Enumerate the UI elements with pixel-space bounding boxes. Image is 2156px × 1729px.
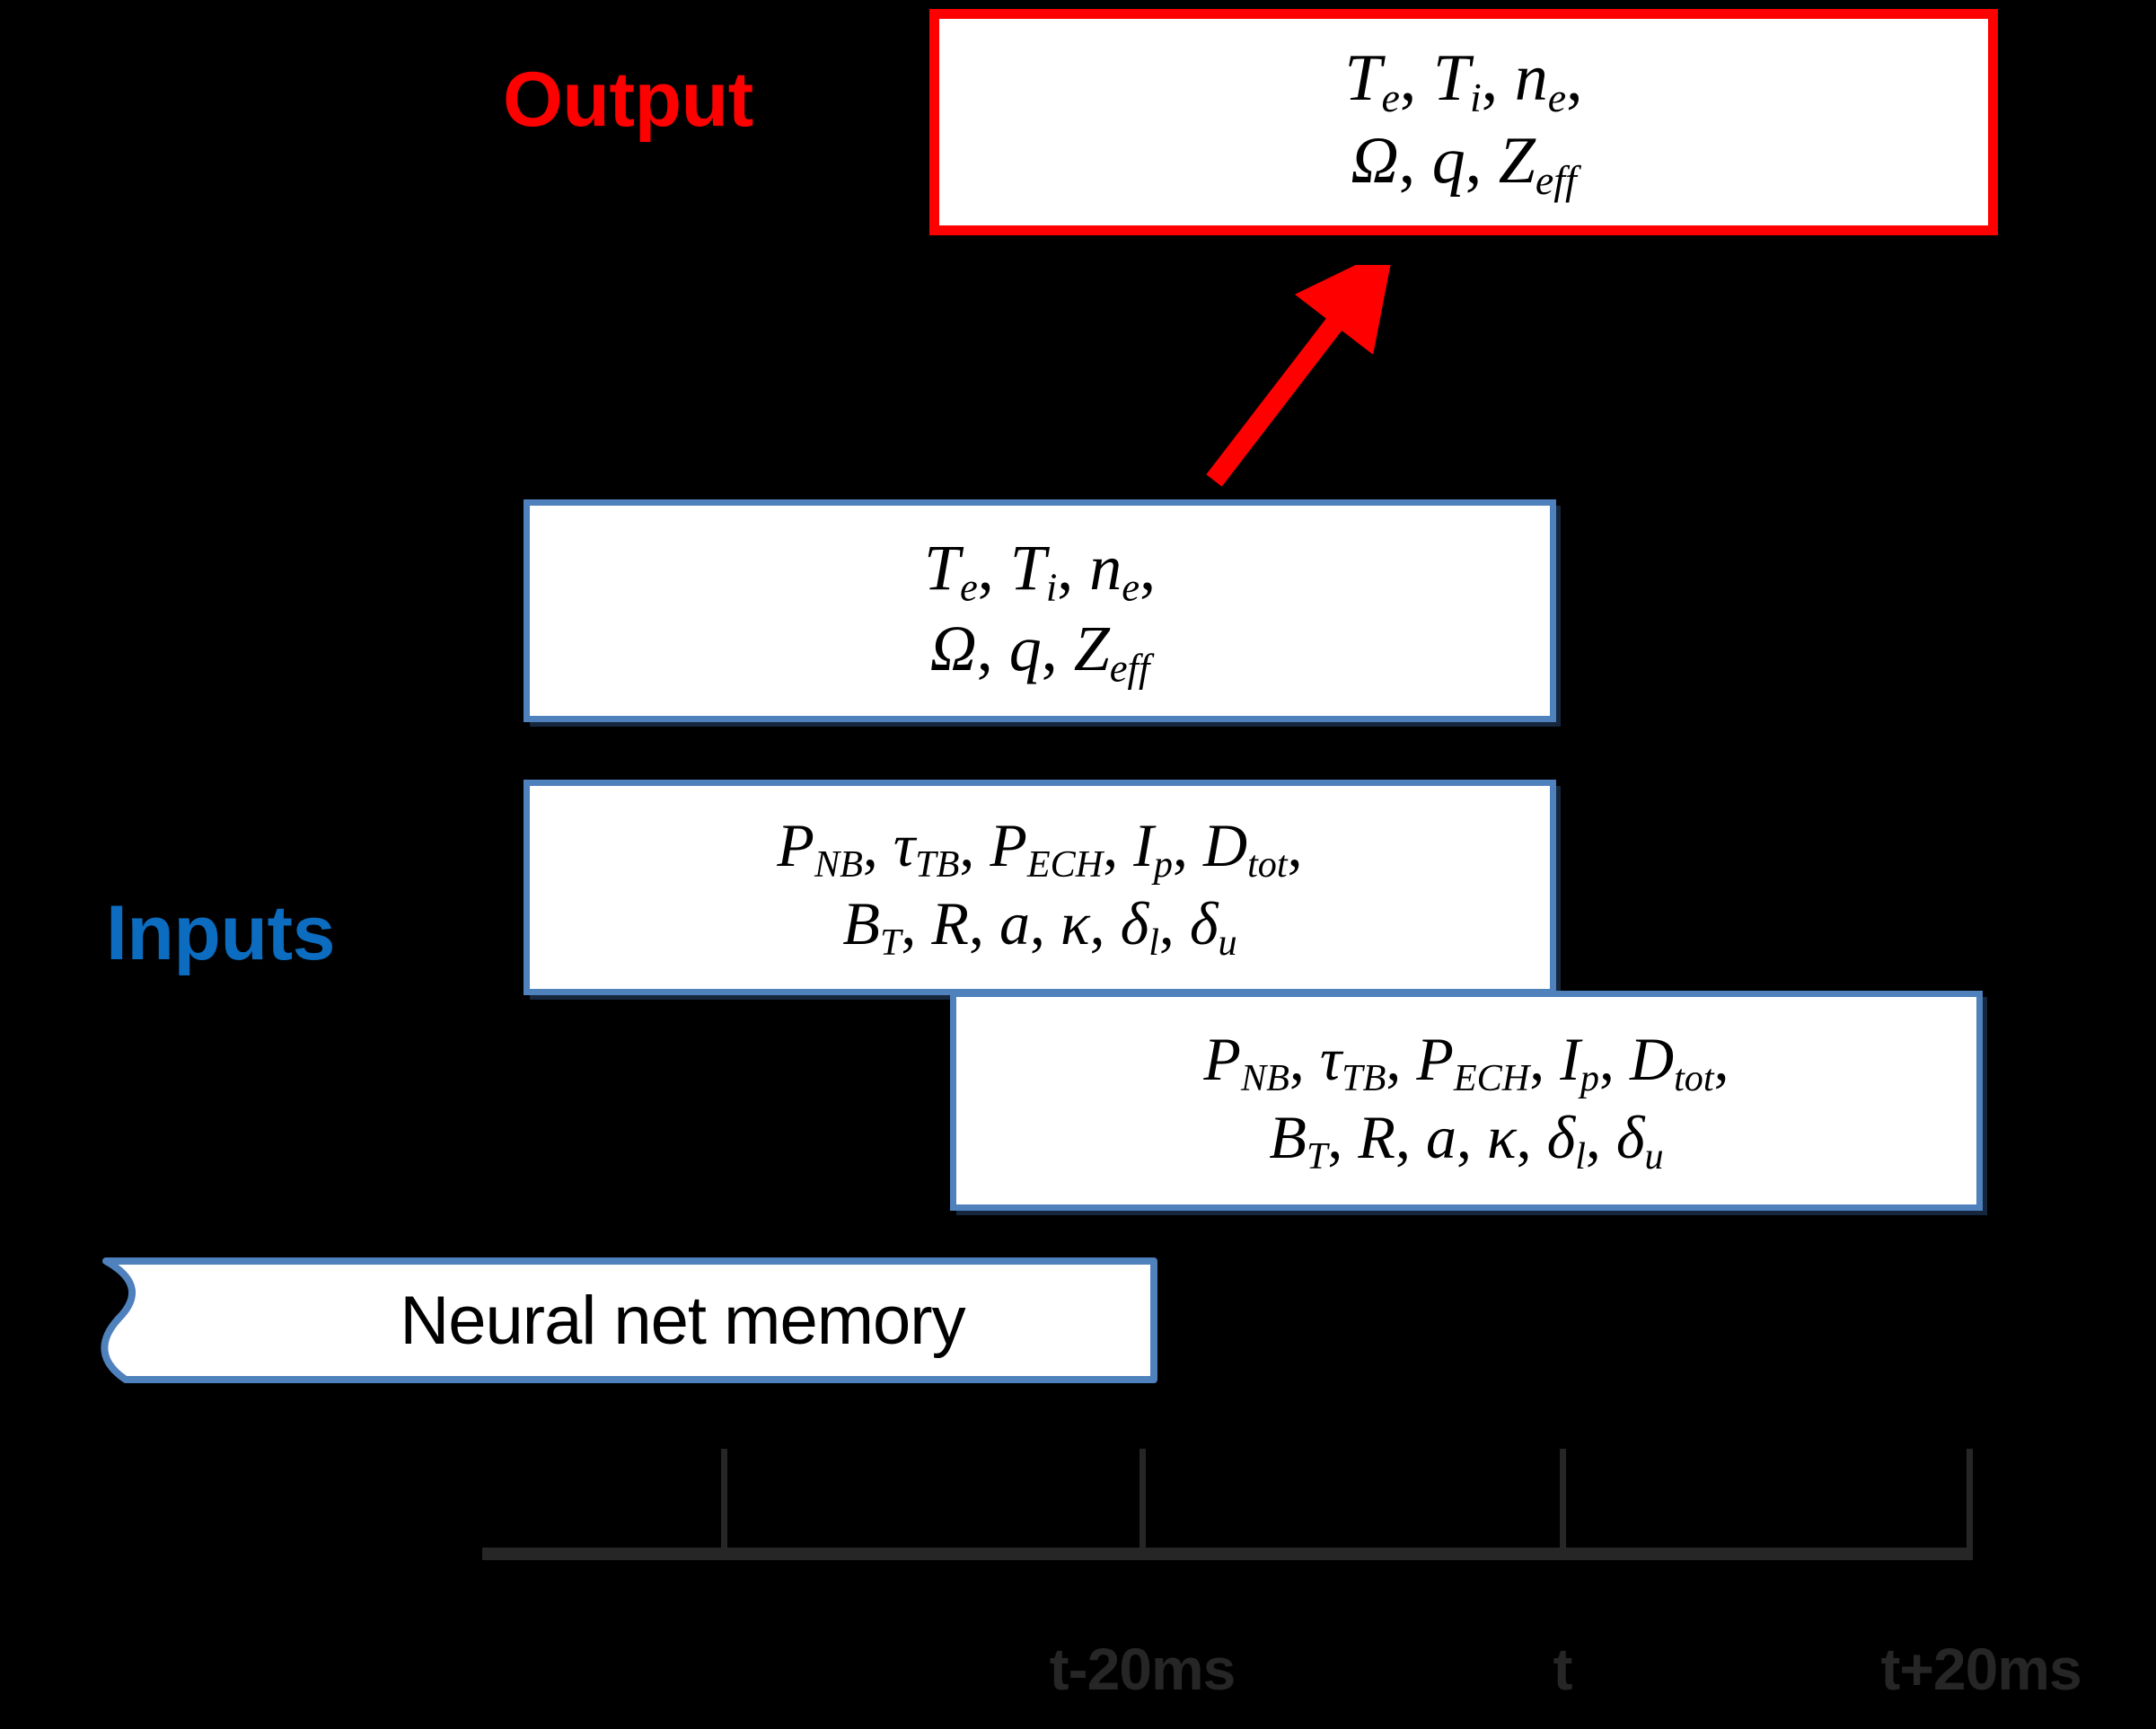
timeline-tick-3 bbox=[1560, 1449, 1566, 1555]
actuator-box-past: PNB, τTB, PECH, Ip, Dtot, BT, R, a, κ, δ… bbox=[524, 780, 1556, 995]
symbol-q: q bbox=[1431, 124, 1465, 198]
symbol-Omega: Ω bbox=[929, 613, 977, 684]
actuator-future-line-1: PNB, τTB, PECH, Ip, Dtot, bbox=[1203, 1024, 1729, 1099]
symbol-Te: Te bbox=[1344, 41, 1400, 120]
symbol-tauTB: τTB bbox=[893, 811, 960, 887]
timeline-baseline bbox=[482, 1548, 1973, 1560]
symbol-Ip: Ip bbox=[1560, 1024, 1599, 1099]
symbol-Zeff: Zeff bbox=[1073, 613, 1150, 691]
timeline-label-t-minus-20ms: t-20ms bbox=[1049, 1636, 1236, 1702]
symbol-Te: Te bbox=[923, 531, 978, 610]
symbol-R: R bbox=[931, 889, 969, 957]
symbol-delta-u: δu bbox=[1615, 1102, 1664, 1178]
actuator-past-line-1: PNB, τTB, PECH, Ip, Dtot, bbox=[777, 811, 1303, 887]
symbol-ne: ne bbox=[1089, 531, 1140, 610]
symbol-delta-u: δu bbox=[1189, 889, 1237, 964]
output-formula: Te, Ti, ne, Ω, q, Zeff bbox=[1344, 40, 1582, 205]
predicted-state-line-2: Ω, q, Zeff bbox=[929, 613, 1150, 691]
symbol-a: a bbox=[1425, 1102, 1456, 1171]
timeline-tick-2 bbox=[1140, 1449, 1146, 1555]
symbol-R: R bbox=[1358, 1102, 1395, 1171]
symbol-BT: BT bbox=[1269, 1102, 1328, 1178]
symbol-PECH: PECH bbox=[990, 811, 1104, 887]
symbol-Dtot: Dtot bbox=[1202, 811, 1288, 887]
symbol-delta-l: δl bbox=[1546, 1102, 1586, 1178]
symbol-BT: BT bbox=[842, 889, 902, 964]
symbol-Zeff: Zeff bbox=[1498, 124, 1577, 203]
symbol-Ti: Ti bbox=[1432, 41, 1482, 120]
predicted-state-box: Te, Ti, ne, Ω, q, Zeff bbox=[524, 499, 1556, 722]
output-box: Te, Ti, ne, Ω, q, Zeff bbox=[929, 9, 1998, 235]
timeline-tick-1 bbox=[721, 1449, 727, 1555]
symbol-Ip: Ip bbox=[1133, 811, 1173, 887]
inputs-label: Inputs bbox=[106, 890, 335, 976]
neural-net-memory-label: Neural net memory bbox=[400, 1282, 965, 1359]
actuator-future-line-2: BT, R, a, κ, δl, δu bbox=[1269, 1102, 1664, 1178]
output-formula-line-1: Te, Ti, ne, bbox=[1344, 41, 1583, 120]
predicted-state-line-1: Te, Ti, ne, bbox=[923, 531, 1157, 610]
symbol-ne: ne bbox=[1514, 41, 1567, 120]
actuator-past-line-2: BT, R, a, κ, δl, δu bbox=[842, 889, 1237, 964]
timeline-label-t: t bbox=[1553, 1636, 1573, 1702]
predicted-state-formula: Te, Ti, ne, Ω, q, Zeff bbox=[924, 530, 1156, 692]
symbol-kappa: κ bbox=[1060, 889, 1090, 957]
symbol-delta-l: δl bbox=[1120, 889, 1159, 964]
symbol-a: a bbox=[999, 889, 1030, 957]
symbol-q: q bbox=[1008, 613, 1042, 684]
timeline-axis bbox=[0, 1433, 2156, 1594]
symbol-Ti: Ti bbox=[1009, 531, 1058, 610]
timeline-label-t-plus-20ms: t+20ms bbox=[1880, 1636, 2081, 1702]
symbol-tauTB: τTB bbox=[1319, 1024, 1386, 1099]
output-label: Output bbox=[503, 57, 753, 143]
symbol-PECH: PECH bbox=[1416, 1024, 1530, 1099]
actuator-past-formula: PNB, τTB, PECH, Ip, Dtot, BT, R, a, κ, δ… bbox=[777, 809, 1302, 965]
symbol-PNB: PNB bbox=[1203, 1024, 1289, 1099]
symbol-Omega: Ω bbox=[1351, 124, 1399, 198]
symbol-Dtot: Dtot bbox=[1629, 1024, 1714, 1099]
symbol-kappa: κ bbox=[1486, 1102, 1517, 1171]
prediction-arrow-icon bbox=[1206, 265, 1395, 487]
actuator-box-future: PNB, τTB, PECH, Ip, Dtot, BT, R, a, κ, δ… bbox=[950, 991, 1983, 1211]
torn-edge-shape bbox=[101, 1257, 1157, 1383]
timeline-tick-4 bbox=[1967, 1449, 1973, 1555]
actuator-future-formula: PNB, τTB, PECH, Ip, Dtot, BT, R, a, κ, δ… bbox=[1203, 1023, 1729, 1178]
output-formula-line-2: Ω, q, Zeff bbox=[1351, 124, 1577, 203]
symbol-PNB: PNB bbox=[777, 811, 863, 887]
neural-net-memory-box: Neural net memory bbox=[99, 1257, 1158, 1383]
